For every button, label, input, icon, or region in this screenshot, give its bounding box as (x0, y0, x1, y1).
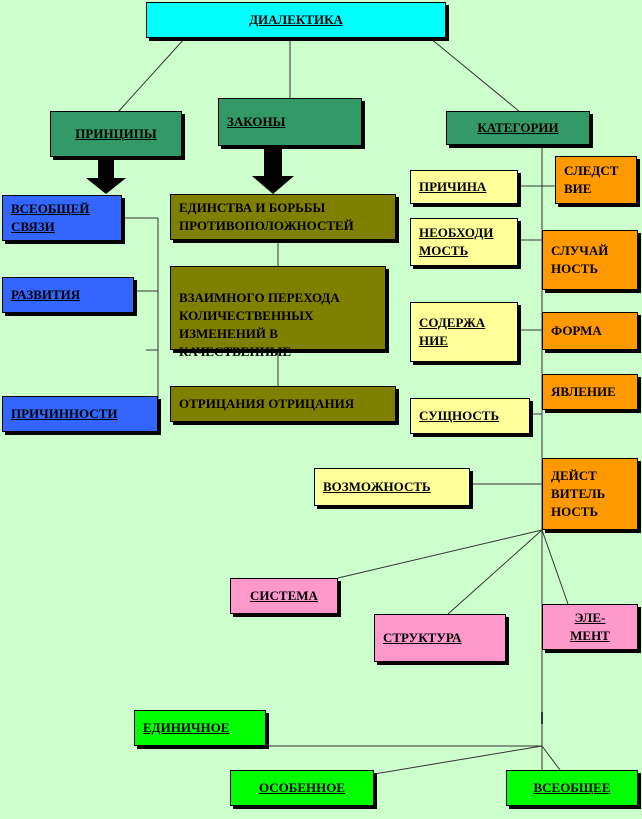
category-essence: СУЩНОСТЬ (410, 398, 530, 434)
law-label: ВЗАИМНОГО ПЕРЕХОДА КОЛИЧЕСТВЕННЫХ ИЗМЕНЕ… (179, 290, 340, 359)
law-negation-of-negation: ОТРИЦАНИЯ ОТРИЦАНИЯ (170, 386, 396, 422)
principle-development: РАЗВИТИЯ (2, 277, 134, 313)
category-label: СИСТЕМА (250, 588, 318, 603)
connector-universal (541, 745, 561, 771)
principle-label: РАЗВИТИЯ (11, 287, 81, 302)
law-unity-of-opposites: ЕДИНСТВА И БОРЬБЫ ПРОТИВОПОЛОЖНОСТЕЙ (170, 194, 396, 240)
category-element: ЭЛЕ- МЕНТ (542, 604, 638, 650)
principle-label: ВСЕОБЩЕЙ СВЯЗИ (11, 201, 90, 234)
connector-system (337, 529, 543, 579)
category-label: ПРИЧИНА (419, 179, 487, 194)
branch-categories: КАТЕГОРИИ (446, 111, 590, 145)
category-label: НЕОБХОДИ МОСТЬ (419, 225, 494, 258)
arrow-laws-head (252, 176, 294, 194)
connector-title-categories (429, 37, 521, 113)
title-box: ДИАЛЕКТИКА (146, 2, 446, 38)
category-label: ЭЛЕ- МЕНТ (570, 610, 610, 643)
category-label: СЛЕДСТ ВИЕ (564, 163, 619, 196)
category-effect: СЛЕДСТ ВИЕ (555, 156, 637, 204)
category-label: ДЕЙСТ ВИТЕЛЬ НОСТЬ (551, 468, 606, 519)
category-label: СЛУЧАЙ НОСТЬ (551, 243, 609, 276)
connector-element (541, 529, 569, 605)
category-label: ВОЗМОЖНОСТЬ (323, 479, 431, 494)
principle-label: ПРИЧИННОСТИ (11, 406, 118, 421)
branch-principles-label: ПРИНЦИПЫ (75, 126, 157, 141)
category-singular: ЕДИНИЧНОЕ (134, 710, 266, 746)
connector-structure (447, 529, 543, 615)
category-label: ФОРМА (551, 323, 602, 338)
category-universal: ВСЕОБЩЕЕ (506, 770, 638, 806)
branch-laws-label: ЗАКОНЫ (227, 114, 286, 129)
category-form: ФОРМА (542, 312, 638, 350)
category-label: ЕДИНИЧНОЕ (143, 720, 230, 735)
principle-causality: ПРИЧИННОСТИ (2, 396, 158, 432)
category-content: СОДЕРЖА НИЕ (410, 302, 518, 362)
category-cause: ПРИЧИНА (410, 170, 518, 204)
category-structure: СТРУКТУРА (374, 614, 506, 662)
law-label: ЕДИНСТВА И БОРЬБЫ ПРОТИВОПОЛОЖНОСТЕЙ (179, 200, 354, 233)
branch-categories-label: КАТЕГОРИИ (477, 120, 559, 135)
law-label: ОТРИЦАНИЯ ОТРИЦАНИЯ (179, 396, 355, 411)
category-necessity: НЕОБХОДИ МОСТЬ (410, 218, 518, 266)
category-system: СИСТЕМА (230, 578, 338, 614)
category-label: ВСЕОБЩЕЕ (533, 780, 611, 795)
category-special: ОСОБЕННОЕ (230, 770, 374, 806)
law-quantity-to-quality: ВЗАИМНОГО ПЕРЕХОДА КОЛИЧЕСТВЕННЫХ ИЗМЕНЕ… (170, 266, 386, 359)
category-label: СТРУКТУРА (383, 630, 462, 645)
connector-special (373, 745, 543, 775)
principle-universal-connection: ВСЕОБЩЕЙ СВЯЗИ (2, 195, 122, 241)
category-label: СУЩНОСТЬ (419, 408, 500, 423)
arrow-principles-head (86, 178, 126, 194)
category-label: СОДЕРЖА НИЕ (419, 315, 486, 348)
category-possibility: ВОЗМОЖНОСТЬ (314, 468, 470, 506)
category-chance: СЛУЧАЙ НОСТЬ (542, 230, 638, 290)
title-text: ДИАЛЕКТИКА (249, 12, 343, 27)
category-actuality: ДЕЙСТ ВИТЕЛЬ НОСТЬ (542, 458, 638, 530)
branch-principles: ПРИНЦИПЫ (50, 111, 182, 157)
category-label: ЯВЛЕНИЕ (551, 384, 616, 399)
arrow-laws-shaft (264, 148, 282, 176)
connector-title-principles (117, 37, 186, 113)
branch-laws: ЗАКОНЫ (218, 98, 362, 146)
category-phenomenon: ЯВЛЕНИЕ (542, 374, 638, 410)
category-label: ОСОБЕННОЕ (258, 780, 346, 795)
arrow-principles-shaft (98, 158, 114, 178)
